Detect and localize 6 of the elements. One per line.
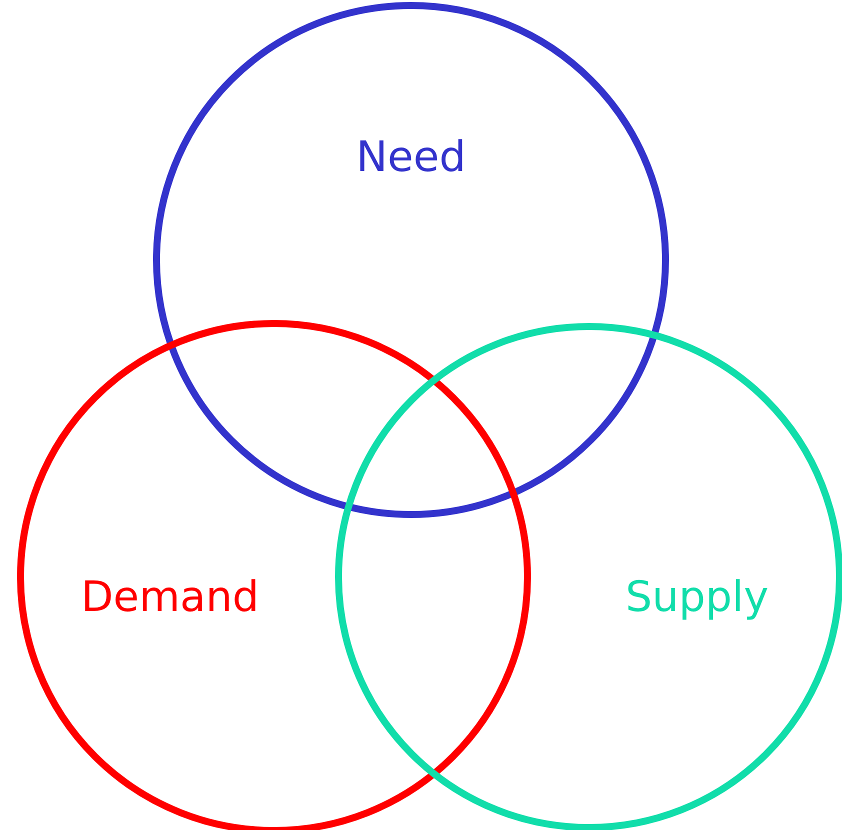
circle-label: Demand [80,576,260,618]
venn-circle [153,2,669,518]
venn-circle [17,320,531,830]
circle-label: Supply [625,576,769,618]
circle-label: Need [356,136,466,178]
venn-circle [335,323,842,830]
